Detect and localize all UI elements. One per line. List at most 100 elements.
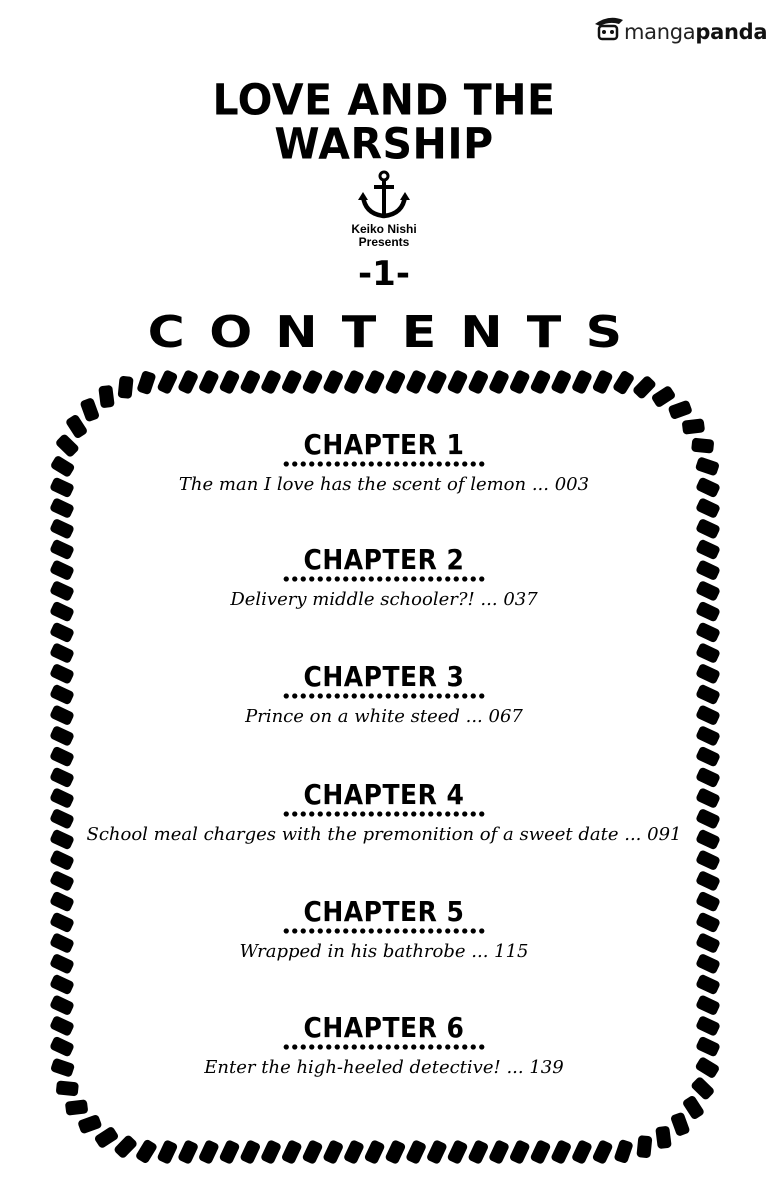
rope-segment: [136, 1139, 157, 1163]
anchor-icon: [358, 170, 410, 219]
dotted-divider: [282, 1043, 486, 1051]
rope-segment: [696, 746, 720, 767]
rope-segment: [199, 1140, 219, 1164]
rope-segment: [510, 370, 530, 394]
rope-segment: [468, 370, 488, 394]
rope-segment: [178, 370, 198, 394]
rope-segment: [447, 1140, 468, 1164]
rope-segment: [50, 643, 74, 663]
rope-segment: [696, 643, 720, 663]
rope-segment: [50, 684, 74, 705]
rope-segment: [696, 809, 720, 829]
chapter-title: School meal charges with the premonition…: [86, 824, 682, 845]
rope-segment: [56, 434, 79, 457]
chapter-title: Prince on a white steed ... 067: [245, 706, 523, 727]
rope-segment: [50, 498, 74, 518]
rope-segment: [50, 912, 74, 933]
chapter-heading: CHAPTER 2: [303, 543, 465, 576]
rope-segment: [364, 1140, 385, 1164]
rope-segment: [696, 788, 720, 808]
rope-segment: [695, 457, 719, 476]
rope-segment: [50, 622, 74, 643]
contents-letter: E: [401, 307, 436, 358]
rope-segment: [240, 370, 260, 394]
rope-segment: [695, 1057, 719, 1078]
rope-segment: [655, 1126, 672, 1149]
rope-segment: [696, 954, 720, 974]
rope-segment: [157, 370, 178, 394]
rope-segment: [50, 1036, 74, 1057]
rope-segment: [114, 1135, 137, 1158]
rope-segment: [683, 1095, 704, 1120]
rope-segment: [323, 370, 343, 394]
rope-segment: [633, 376, 656, 399]
rope-segment: [323, 1140, 343, 1164]
contents-letter: N: [460, 307, 503, 358]
rope-segment: [696, 1016, 720, 1036]
rope-segment: [219, 1140, 240, 1164]
chapter-entry: CHAPTER 6 Enter the high-heeled detectiv…: [40, 1012, 728, 1079]
dotted-divider: [282, 692, 486, 700]
presents-label: Presents: [358, 235, 410, 249]
rope-segment: [50, 829, 74, 850]
rope-segment: [551, 370, 571, 394]
rope-segment: [50, 933, 74, 953]
rope-segment: [696, 726, 720, 746]
rope-segment: [261, 370, 281, 394]
rope-segment: [117, 376, 134, 399]
rope-segment: [696, 705, 720, 725]
contents-letter: C: [147, 307, 185, 358]
rope-segment: [78, 1114, 102, 1134]
rope-segment: [50, 539, 74, 560]
mangapanda-logo-icon: [595, 17, 623, 41]
rope-segment: [302, 370, 323, 394]
dotted-divider: [282, 810, 486, 818]
rope-segment: [50, 954, 74, 974]
dotted-divider: [282, 460, 486, 468]
rope-segment: [696, 871, 720, 891]
rope-segment: [302, 1140, 323, 1164]
contents-letter: O: [208, 307, 252, 358]
rope-segment: [427, 370, 447, 394]
rope-segment: [51, 1058, 75, 1077]
rope-segment: [50, 767, 74, 788]
rope-segment: [651, 386, 676, 407]
manga-title-line-1: LOVE AND THE: [212, 74, 556, 126]
rope-segment: [696, 933, 720, 953]
rope-segment: [51, 456, 75, 477]
watermark: mangapanda: [592, 10, 768, 50]
rope-segment: [50, 726, 74, 746]
rope-segment: [65, 1099, 88, 1116]
rope-segment: [691, 1077, 714, 1100]
rope-segment: [50, 871, 74, 891]
rope-segment: [696, 974, 720, 995]
manga-title-line-2: WARSHIP: [274, 118, 494, 170]
rope-segment: [489, 370, 509, 394]
rope-segment: [696, 519, 720, 539]
rope-segment: [50, 974, 74, 995]
chapter-entry: CHAPTER 5 Wrapped in his bathrobe ... 11…: [40, 895, 728, 963]
rope-segment: [668, 400, 692, 420]
rope-segment: [282, 370, 302, 394]
rope-segment: [50, 788, 74, 808]
rope-segment: [50, 664, 74, 684]
rope-segment: [468, 1140, 488, 1164]
rope-segment: [282, 1140, 302, 1164]
rope-segment: [530, 370, 551, 394]
rope-segment: [592, 370, 613, 394]
rope-segment: [50, 1016, 74, 1036]
rope-segment: [344, 1140, 364, 1164]
chapter-title: The man I love has the scent of lemon ..…: [178, 474, 590, 495]
rope-segment: [696, 581, 720, 601]
rope-segment: [696, 995, 720, 1015]
rope-segment: [696, 891, 720, 912]
rope-segment: [696, 560, 720, 580]
watermark-text: mangapanda: [624, 20, 768, 44]
rope-segment: [572, 370, 592, 394]
rope-segment: [50, 809, 74, 829]
rope-segment: [50, 891, 74, 912]
chapter-heading: CHAPTER 5: [303, 895, 465, 928]
rope-segment: [696, 912, 720, 933]
rope-segment: [178, 1140, 198, 1164]
